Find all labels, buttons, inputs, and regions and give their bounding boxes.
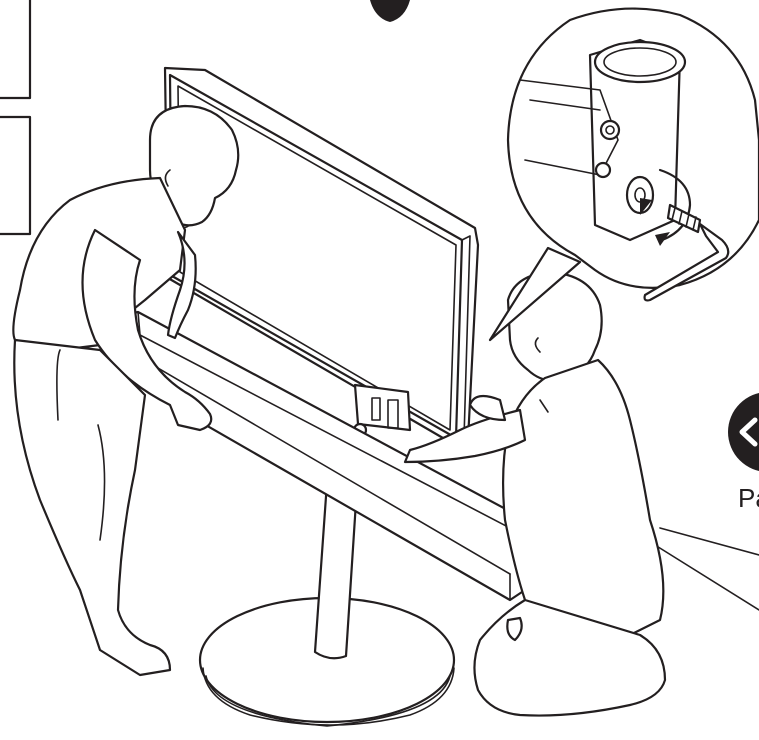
step-number-circle (370, 0, 410, 22)
floor-lines (655, 528, 759, 610)
side-reference-panels (0, 0, 30, 234)
page-reference-badge (728, 392, 759, 472)
page-reference-label: Pa (738, 483, 759, 514)
detail-inset (490, 9, 759, 340)
